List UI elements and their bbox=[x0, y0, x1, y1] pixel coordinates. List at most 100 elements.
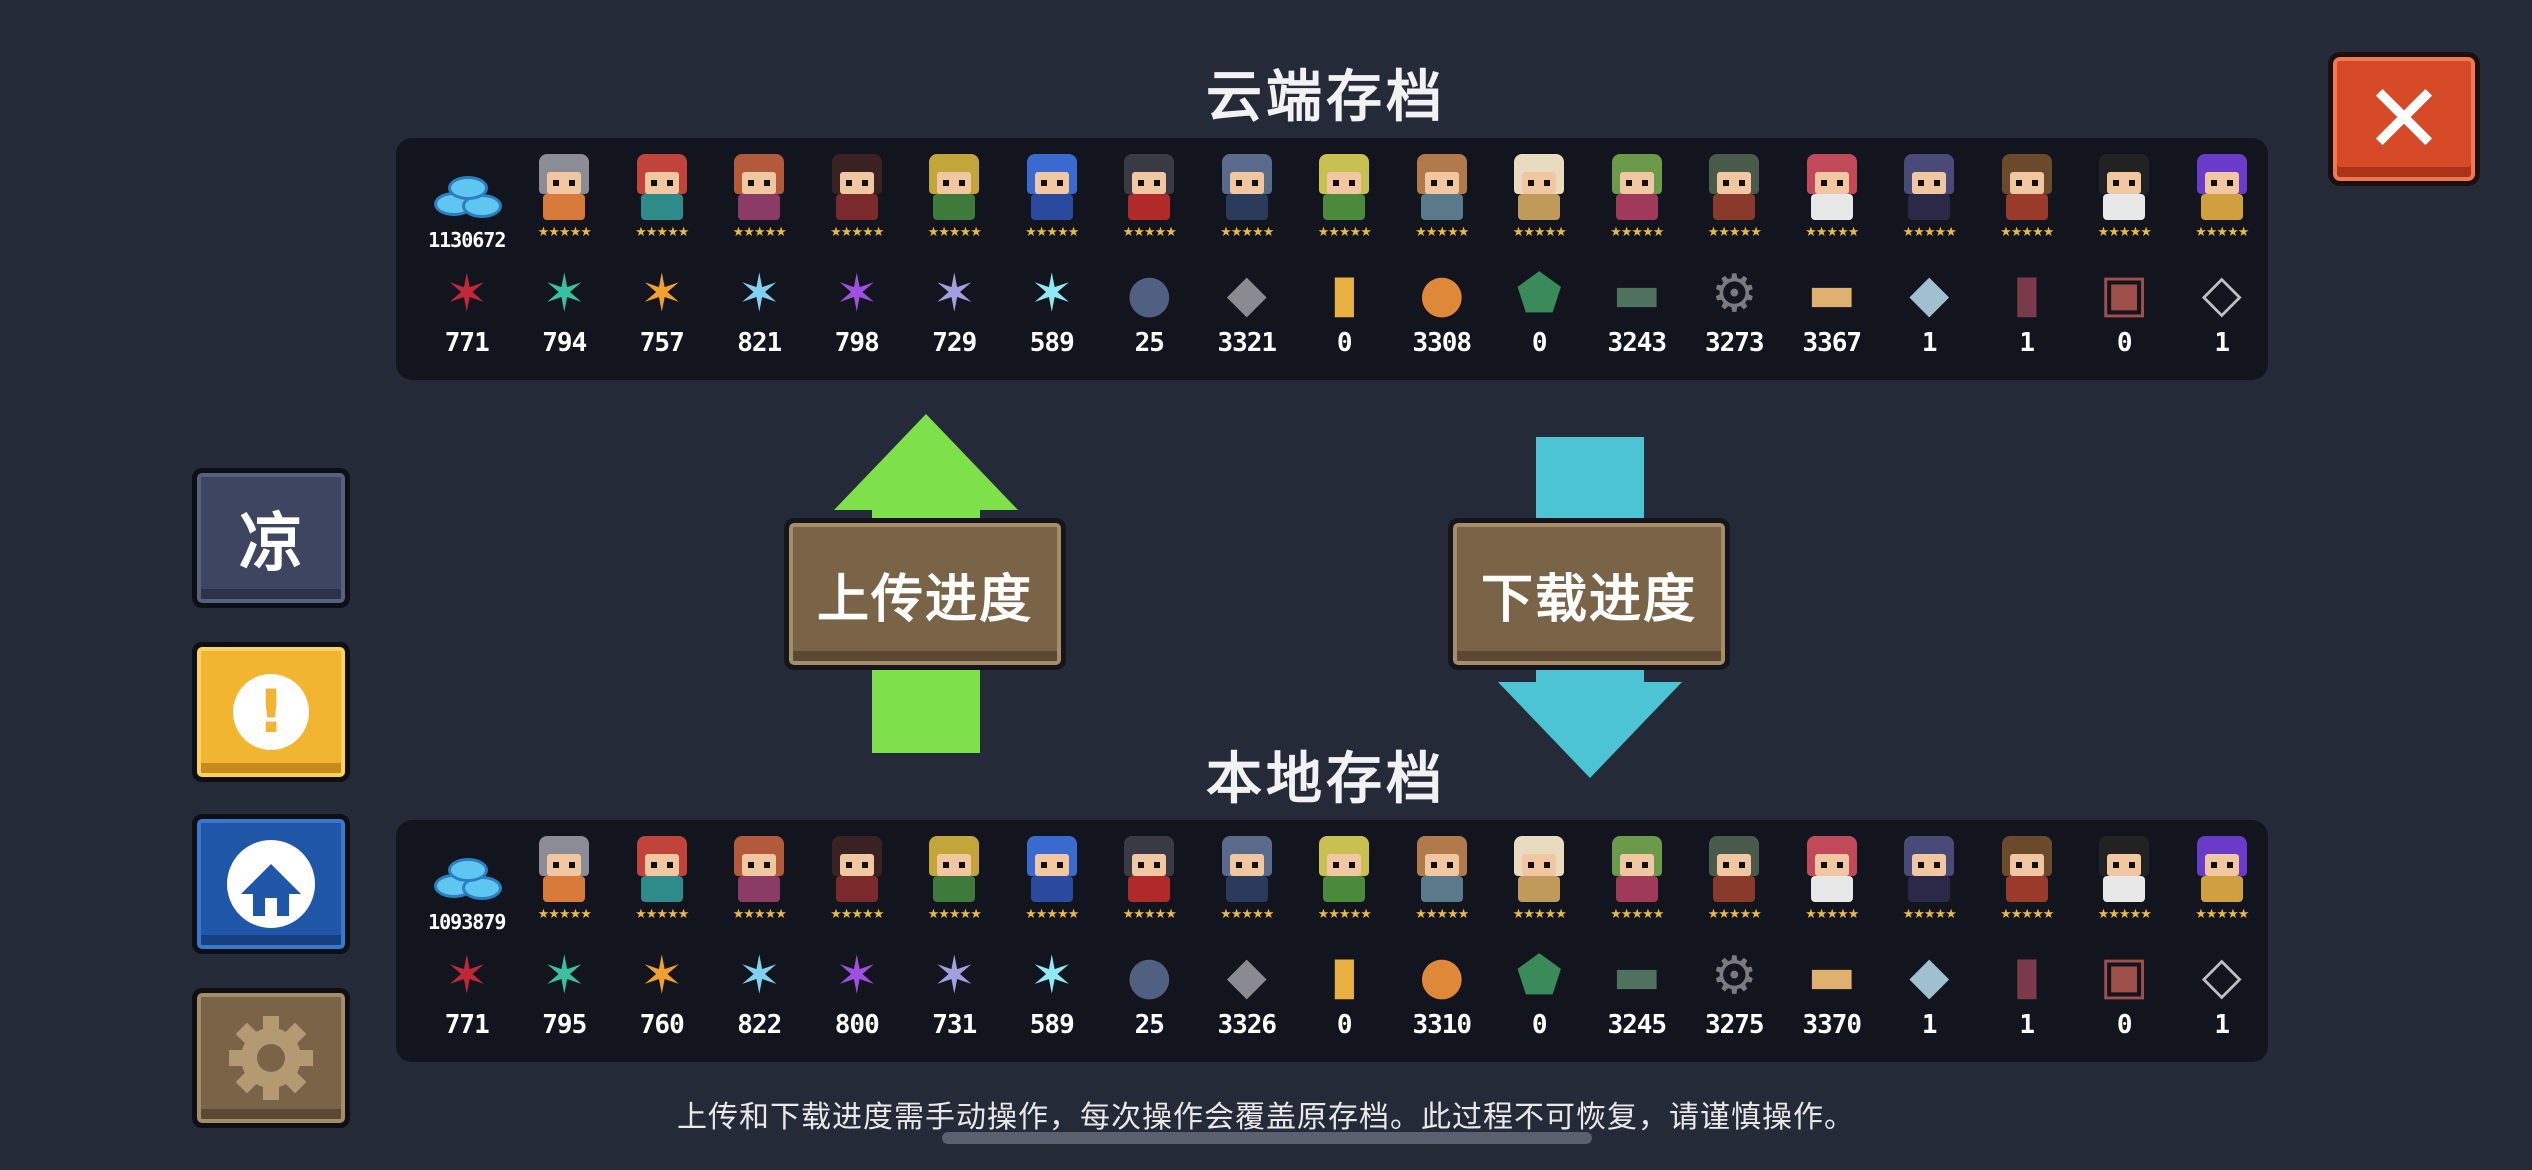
local-hero-portrait: ★★★★★ bbox=[1198, 826, 1296, 934]
heroes-airbender-icon bbox=[2091, 834, 2157, 904]
heroes-witch-icon bbox=[726, 152, 792, 222]
local-gem-counter: 1093879 bbox=[418, 826, 516, 934]
material-count: 800 bbox=[834, 1010, 880, 1040]
rank-stars-icon: ★★★★★ bbox=[2195, 225, 2249, 240]
account-button[interactable]: 凉 bbox=[192, 468, 350, 608]
rank-stars-icon: ★★★★★ bbox=[1415, 907, 1469, 922]
rank-stars-icon: ★★★★★ bbox=[1415, 225, 1469, 240]
local-hero-portrait: ★★★★★ bbox=[1783, 826, 1881, 934]
local-hero-portrait: ★★★★★ bbox=[1978, 826, 2076, 934]
download-arrow-icon bbox=[1498, 682, 1682, 778]
material-count: 794 bbox=[542, 328, 587, 358]
cloud-hero-portrait: ★★★★★ bbox=[613, 144, 711, 252]
heroes-paladin-icon bbox=[1019, 834, 1085, 904]
cloud-hero-portrait: ★★★★★ bbox=[906, 144, 1004, 252]
material-count: 3321 bbox=[1217, 328, 1277, 358]
settings-button[interactable] bbox=[192, 988, 350, 1128]
blueprint-icon: ◆ bbox=[1909, 946, 1950, 1006]
rank-stars-icon: ★★★★★ bbox=[1707, 225, 1762, 240]
cloud-material-red-material: ✶771 bbox=[418, 264, 516, 358]
heroes-airbender-icon bbox=[2091, 152, 2157, 222]
local-material-white-plate: ◇1 bbox=[2173, 946, 2271, 1040]
rank-stars-icon: ★★★★★ bbox=[635, 225, 689, 240]
local-material-red-material: ✶771 bbox=[418, 946, 516, 1040]
ice-material-icon: ✶ bbox=[737, 946, 782, 1006]
heroes-druid-icon bbox=[1311, 152, 1377, 222]
gear-part-icon: ⚙ bbox=[1710, 946, 1758, 1006]
heroes-werewolf-icon bbox=[1409, 152, 1475, 222]
material-count: 589 bbox=[1029, 328, 1075, 358]
cloud-hero-portrait: ★★★★★ bbox=[1198, 144, 1296, 252]
material-count: 821 bbox=[737, 328, 782, 358]
cloud-material-dark-book: ▮1 bbox=[1978, 264, 2076, 358]
iron-ore-icon: ◆ bbox=[1226, 264, 1267, 324]
local-hero-portrait: ★★★★★ bbox=[1686, 826, 1784, 934]
cloud-material-copper-ore: ●3308 bbox=[1393, 264, 1491, 358]
white-plate-icon: ◇ bbox=[2201, 946, 2242, 1006]
heroes-taoist-icon bbox=[1799, 152, 1865, 222]
material-count: 0 bbox=[2116, 328, 2133, 358]
upload-arrow-icon bbox=[834, 414, 1018, 510]
local-hero-portrait: ★★★★★ bbox=[1491, 826, 1589, 934]
cloud-material-iron-ore: ◆ 3321 bbox=[1198, 264, 1296, 358]
home-indicator[interactable] bbox=[942, 1132, 1592, 1144]
heroes-engineer-icon bbox=[921, 152, 987, 222]
cloud-gem-counter: 1130672 bbox=[418, 144, 516, 252]
local-hero-portrait: ★★★★★ bbox=[1003, 826, 1101, 934]
local-material-battery: ▬3245 bbox=[1588, 946, 1686, 1040]
rank-stars-icon: ★★★★★ bbox=[1902, 225, 1957, 240]
local-hero-portrait: ★★★★★ bbox=[1588, 826, 1686, 934]
cloud-hero-portrait: ★★★★★ bbox=[1978, 144, 2076, 252]
rank-stars-icon: ★★★★★ bbox=[2000, 907, 2054, 922]
cloud-hero-portrait: ★★★★★ bbox=[808, 144, 906, 252]
rank-stars-icon: ★★★★★ bbox=[1122, 225, 1177, 240]
heroes-demon-icon bbox=[1896, 152, 1962, 222]
local-material-green-crystal: ⬟0 bbox=[1491, 946, 1589, 1040]
alert-button[interactable]: ! bbox=[192, 642, 350, 782]
rank-stars-icon: ★★★★★ bbox=[1610, 225, 1664, 240]
material-count: 3310 bbox=[1412, 1010, 1472, 1040]
local-material-orange-material: ✶760 bbox=[613, 946, 711, 1040]
cloud-hero-portrait: ★★★★★ bbox=[1783, 144, 1881, 252]
close-button[interactable]: ✕ bbox=[2328, 52, 2480, 186]
material-count: 1 bbox=[2214, 1010, 2230, 1040]
cloud-material-violet-material: ✶729 bbox=[906, 264, 1004, 358]
rank-stars-icon: ★★★★★ bbox=[635, 907, 689, 922]
wood-plank-icon: ▬ bbox=[1807, 946, 1857, 1006]
heroes-officer-icon bbox=[1994, 834, 2060, 904]
heroes-officer-icon bbox=[1994, 152, 2060, 222]
gem-icon bbox=[432, 164, 502, 222]
heroes-druid-icon bbox=[1311, 834, 1377, 904]
local-material-gear-part: ⚙3275 bbox=[1686, 946, 1784, 1040]
feather-seed-icon: ● bbox=[1126, 264, 1172, 324]
green-crystal-icon: ⬟ bbox=[1516, 946, 1562, 1006]
rank-stars-icon: ★★★★★ bbox=[1512, 225, 1567, 240]
rank-stars-icon: ★★★★★ bbox=[2195, 907, 2249, 922]
rank-stars-icon: ★★★★★ bbox=[1902, 907, 1957, 922]
rank-stars-icon: ★★★★★ bbox=[732, 225, 787, 240]
material-count: 3367 bbox=[1802, 328, 1862, 358]
heroes-rogue-icon bbox=[629, 834, 695, 904]
rank-stars-icon: ★★★★★ bbox=[1025, 225, 1079, 240]
download-progress-button[interactable]: 下载进度 bbox=[1448, 518, 1730, 670]
material-count: 3370 bbox=[1802, 1010, 1862, 1040]
material-count: 822 bbox=[737, 1010, 782, 1040]
upload-progress-button[interactable]: 上传进度 bbox=[784, 518, 1066, 670]
iron-ore-icon: ◆ bbox=[1226, 946, 1267, 1006]
brand-logo-button[interactable] bbox=[192, 814, 350, 954]
ice-material-icon: ✶ bbox=[737, 264, 782, 324]
cloud-material-golden-trophy: ▮0 bbox=[1296, 264, 1394, 358]
local-material-copper-ore: ●3310 bbox=[1393, 946, 1491, 1040]
material-count: 25 bbox=[1134, 328, 1165, 358]
local-material-purple-material: ✶800 bbox=[808, 946, 906, 1040]
heroes-vampire-icon bbox=[1116, 152, 1182, 222]
orange-material-icon: ✶ bbox=[639, 946, 684, 1006]
local-hero-portrait: ★★★★★ bbox=[2076, 826, 2174, 934]
golden-trophy-icon: ▮ bbox=[1329, 264, 1359, 324]
rank-stars-icon: ★★★★★ bbox=[2097, 907, 2152, 922]
rank-stars-icon: ★★★★★ bbox=[732, 907, 787, 922]
material-count: 771 bbox=[444, 328, 490, 358]
battery-icon: ▬ bbox=[1612, 264, 1662, 324]
material-count: 589 bbox=[1029, 1010, 1075, 1040]
rank-stars-icon: ★★★★★ bbox=[1317, 225, 1372, 240]
